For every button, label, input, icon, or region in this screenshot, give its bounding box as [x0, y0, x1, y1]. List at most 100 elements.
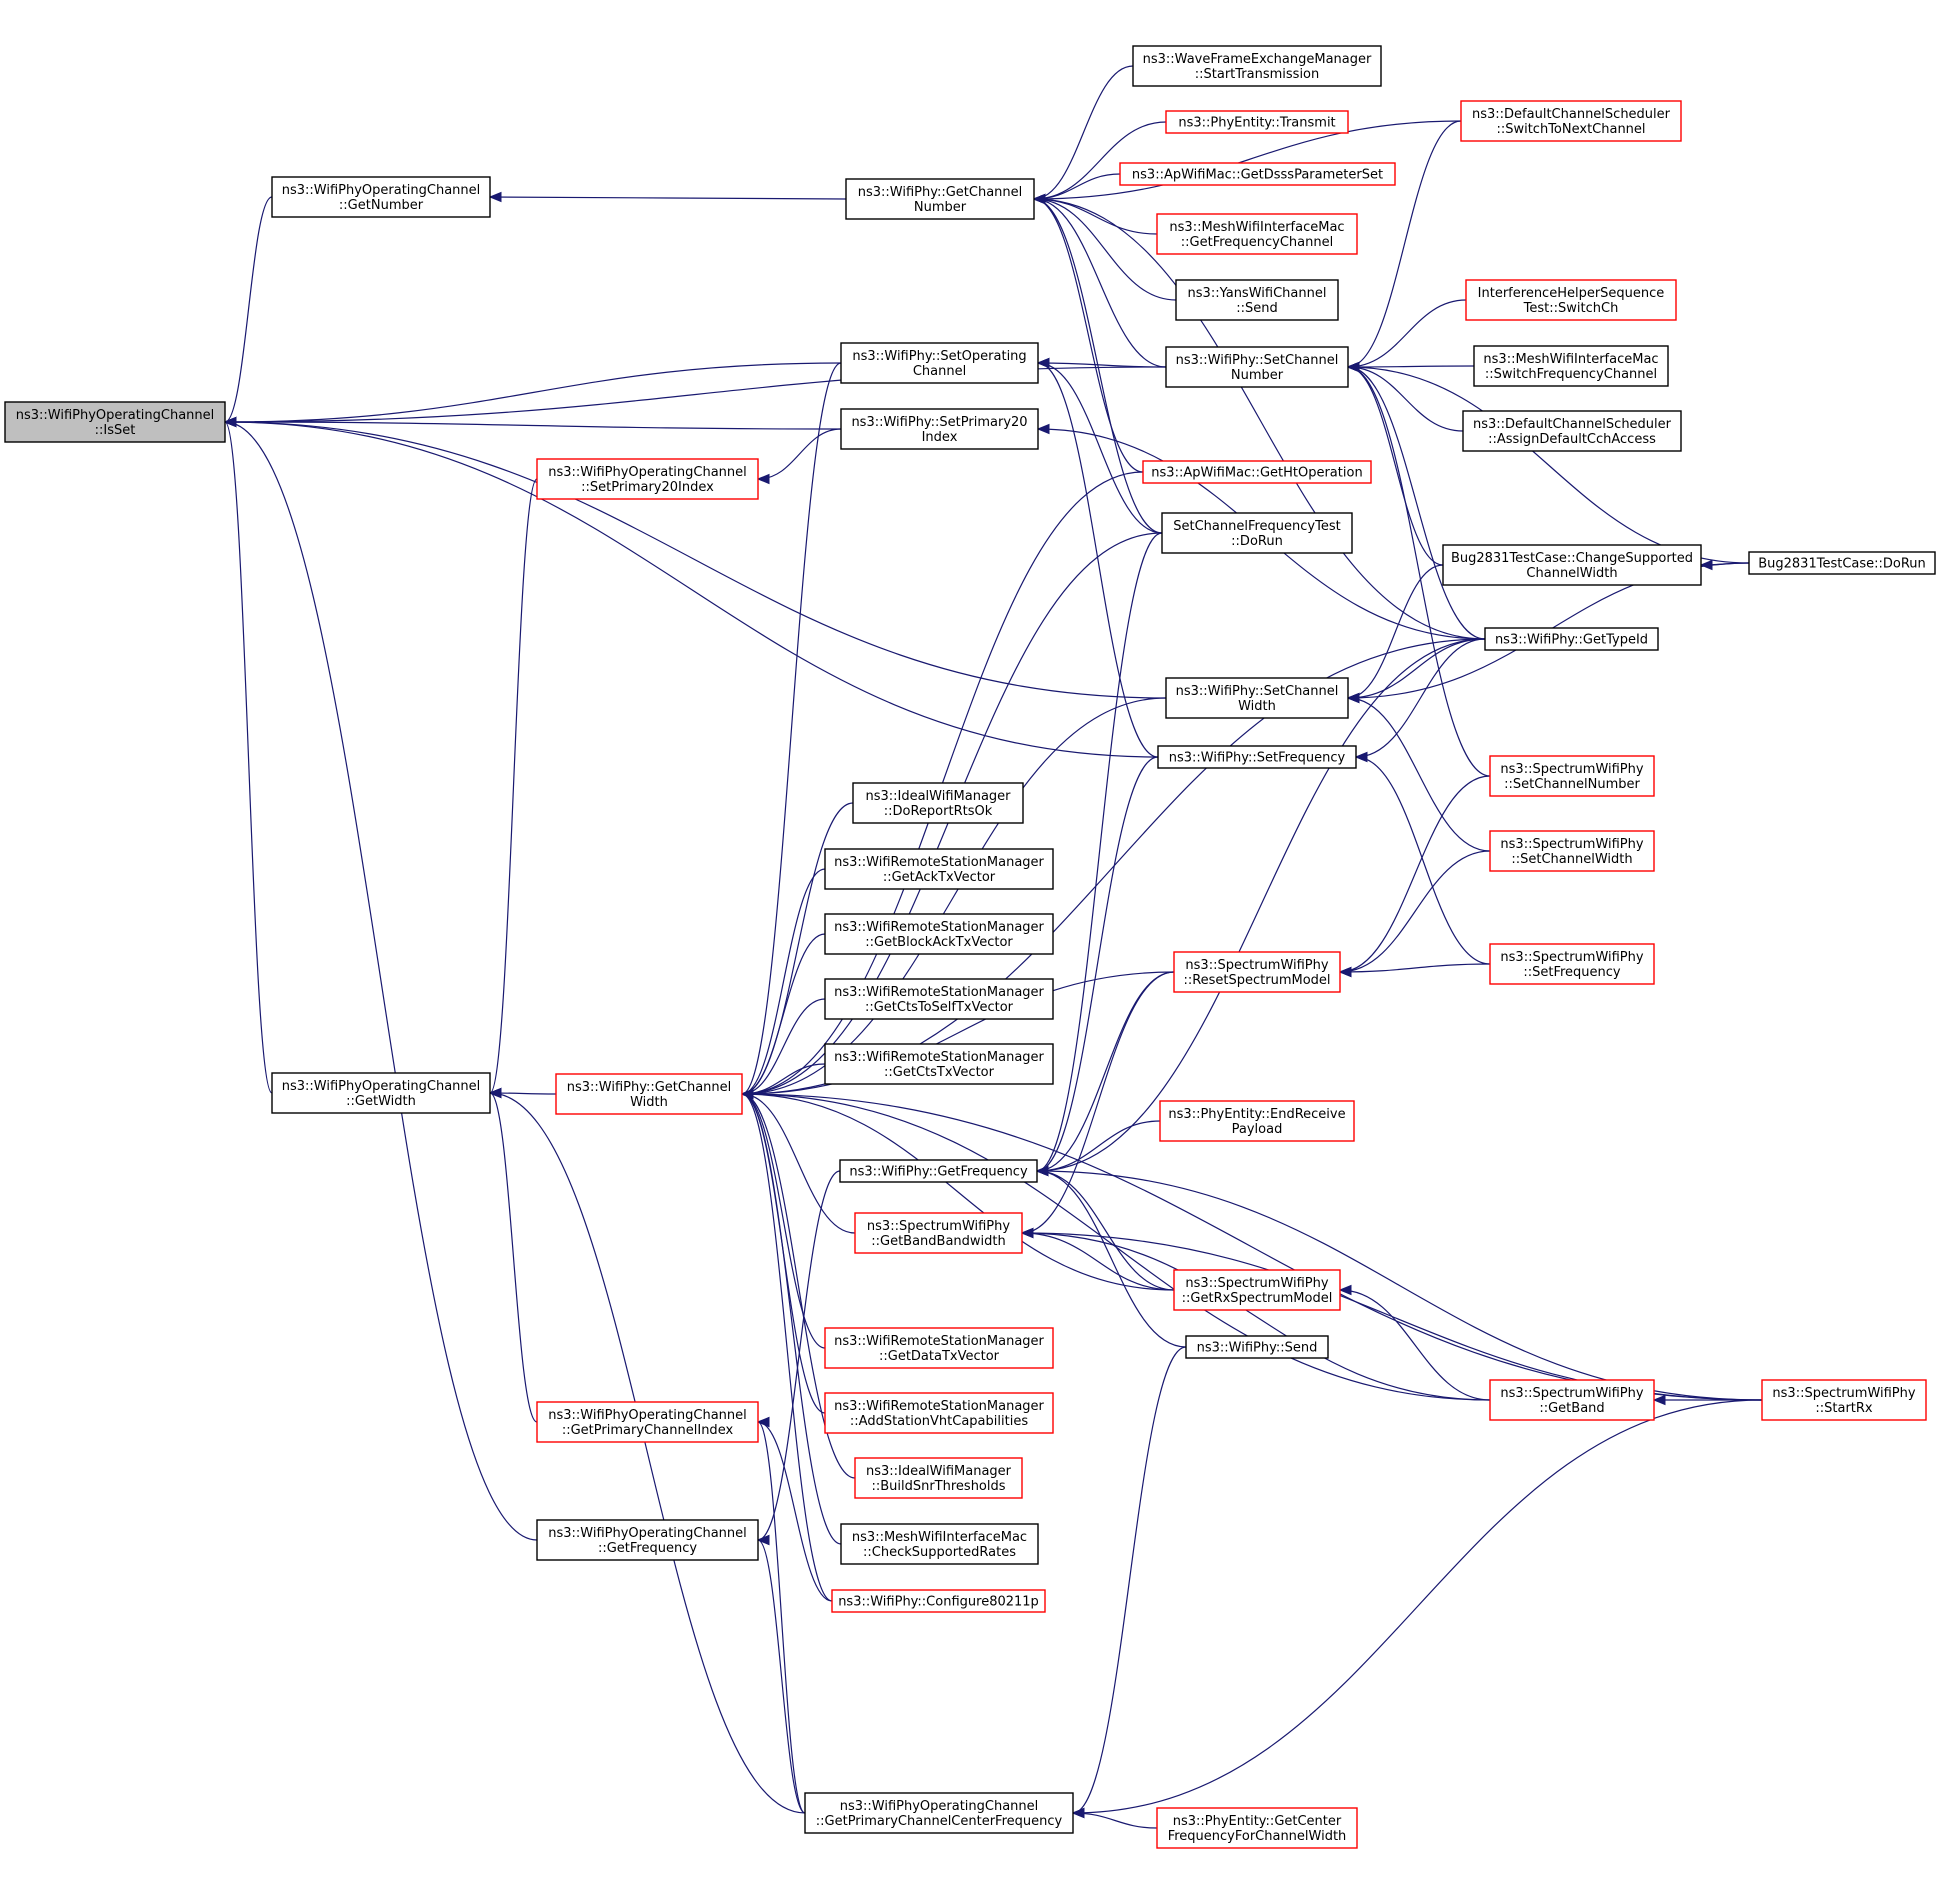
node-label: ::GetBand: [1539, 1401, 1604, 1416]
edge-interfswitch-to-setchannelnumber: [1347, 299, 1467, 368]
node-getprimarychannelindex[interactable]: ns3::WifiPhyOperatingChannel::GetPrimary…: [536, 1401, 759, 1443]
node-specsetchwidth[interactable]: ns3::SpectrumWifiPhy::SetChannelWidth: [1489, 830, 1655, 872]
node-box: [1473, 345, 1669, 387]
edge-gettypeid-to-setchannelwidth: [1347, 638, 1486, 699]
node-label: ::GetFrequency: [598, 1541, 697, 1556]
node-setchannelwidth[interactable]: ns3::WifiPhy::SetChannelWidth: [1165, 677, 1349, 719]
node-label: Test::SwitchCh: [1523, 301, 1619, 316]
edge-getctstoself-to-getchannelwidth: [741, 998, 826, 1095]
node-resetspectrum[interactable]: ns3::SpectrumWifiPhy::ResetSpectrumModel: [1173, 951, 1341, 993]
node-getwidth[interactable]: ns3::WifiPhyOperatingChannel::GetWidth: [271, 1072, 491, 1114]
node-defassign[interactable]: ns3::DefaultChannelScheduler::AssignDefa…: [1462, 410, 1682, 452]
node-getdatatx[interactable]: ns3::WifiRemoteStationManager::GetDataTx…: [824, 1327, 1054, 1369]
node-label: ns3::SpectrumWifiPhy: [1500, 837, 1643, 852]
node-label: ns3::WifiPhyOperatingChannel: [16, 408, 215, 423]
node-label: Number: [1231, 368, 1284, 383]
node-bugdorun[interactable]: Bug2831TestCase::DoRun: [1748, 551, 1936, 575]
node-wavestart[interactable]: ns3::WaveFrameExchangeManager::StartTran…: [1132, 45, 1382, 87]
edge-setprimary20index_phy-to-setprimary20index_oc: [757, 428, 842, 480]
node-label: ns3::SpectrumWifiPhy: [1500, 762, 1643, 777]
node-label: ns3::WifiPhy::SetChannel: [1176, 684, 1339, 699]
node-meshswitch[interactable]: ns3::MeshWifiInterfaceMac::SwitchFrequen…: [1473, 345, 1669, 387]
node-buildsnr[interactable]: ns3::IdealWifiManager::BuildSnrThreshold…: [854, 1457, 1023, 1499]
node-box: [839, 1159, 1038, 1183]
node-label: ::AssignDefaultCchAccess: [1488, 432, 1656, 447]
node-label: ::GetWidth: [346, 1094, 416, 1109]
edge-gettypeid-to-setchannelnumber: [1347, 366, 1486, 640]
edge-configure80211p-to-getprimarychannelindex: [757, 1421, 833, 1602]
node-getctstx[interactable]: ns3::WifiRemoteStationManager::GetCtsTxV…: [824, 1043, 1054, 1085]
node-getblockacktx[interactable]: ns3::WifiRemoteStationManager::GetBlockA…: [824, 913, 1054, 955]
node-specsetchnum[interactable]: ns3::SpectrumWifiPhy::SetChannelNumber: [1489, 755, 1655, 797]
node-box: [824, 1043, 1054, 1085]
node-label: ::ResetSpectrumModel: [1183, 973, 1330, 988]
edge-setfrequency_phy-to-isset: [224, 421, 1159, 758]
node-box: [1165, 110, 1349, 134]
node-getbandbandwidth[interactable]: ns3::SpectrumWifiPhy::GetBandBandwidth: [854, 1212, 1023, 1254]
node-box: [1161, 512, 1353, 554]
node-label: ::SwitchToNextChannel: [1496, 122, 1645, 137]
node-addstationvht[interactable]: ns3::WifiRemoteStationManager::AddStatio…: [824, 1392, 1054, 1434]
edge-setchannelnumber-to-setoperatingchannel: [1037, 362, 1167, 368]
node-box: [1489, 943, 1655, 985]
edge-getrxspectrum-to-getchannelwidth: [741, 1093, 1175, 1291]
node-gettypeid[interactable]: ns3::WifiPhy::GetTypeId: [1484, 627, 1659, 651]
node-specstartrx[interactable]: ns3::SpectrumWifiPhy::StartRx: [1761, 1379, 1927, 1421]
edge-getrxspectrum-to-getbandbandwidth: [1021, 1232, 1175, 1291]
edge-setfrequency_phy-to-getfrequency_phy: [1036, 756, 1159, 1172]
arrowhead: [1035, 1165, 1049, 1177]
edge-specgetband-to-getbandbandwidth: [1021, 1232, 1491, 1401]
arrowhead: [1071, 1807, 1085, 1819]
node-idealreport[interactable]: ns3::IdealWifiManager::DoReportRtsOk: [852, 782, 1024, 824]
node-apdsss[interactable]: ns3::ApWifiMac::GetDsssParameterSet: [1119, 162, 1396, 186]
node-specsetfreq[interactable]: ns3::SpectrumWifiPhy::SetFrequency: [1489, 943, 1655, 985]
node-checksupported[interactable]: ns3::MeshWifiInterfaceMac::CheckSupporte…: [840, 1523, 1039, 1565]
node-label: Width: [630, 1095, 668, 1110]
node-configure80211p[interactable]: ns3::WifiPhy::Configure80211p: [831, 1589, 1046, 1613]
node-defswitch[interactable]: ns3::DefaultChannelScheduler::SwitchToNe…: [1460, 100, 1682, 142]
node-getcenterfreq[interactable]: ns3::PhyEntity::GetCenterFrequencyForCha…: [1156, 1807, 1358, 1849]
node-label: ns3::SpectrumWifiPhy: [867, 1219, 1010, 1234]
node-label: ns3::YansWifiChannel: [1188, 286, 1327, 301]
node-getrxspectrum[interactable]: ns3::SpectrumWifiPhy::GetRxSpectrumModel: [1173, 1269, 1341, 1311]
node-label: ::GetAckTxVector: [883, 870, 996, 885]
node-isset[interactable]: ns3::WifiPhyOperatingChannel::IsSet: [4, 401, 226, 443]
node-physend[interactable]: ns3::WifiPhy::Send: [1185, 1335, 1329, 1359]
node-apgetht[interactable]: ns3::ApWifiMac::GetHtOperation: [1142, 460, 1372, 484]
node-box: [840, 408, 1039, 450]
node-setfrequency_phy[interactable]: ns3::WifiPhy::SetFrequency: [1157, 745, 1357, 769]
node-label: ::StartTransmission: [1195, 67, 1320, 82]
arrowhead: [488, 1087, 502, 1099]
edge-getprimarychannelindex-to-getwidth: [489, 1092, 538, 1423]
node-getnumber[interactable]: ns3::WifiPhyOperatingChannel::GetNumber: [271, 176, 491, 218]
edge-getprimarycenterfreq-to-getprimarychannelindex: [757, 1421, 806, 1814]
arrowhead: [488, 191, 502, 203]
edge-getcenterfreq-to-getprimarycenterfreq: [1072, 1812, 1158, 1829]
node-getfrequency_oc[interactable]: ns3::WifiPhyOperatingChannel::GetFrequen…: [536, 1519, 759, 1561]
node-box: [1185, 1335, 1329, 1359]
node-specgetband[interactable]: ns3::SpectrumWifiPhy::GetBand: [1489, 1379, 1655, 1421]
node-bugchange[interactable]: Bug2831TestCase::ChangeSupportedChannelW…: [1442, 544, 1702, 586]
node-setchfreqtest[interactable]: SetChannelFrequencyTest::DoRun: [1161, 512, 1353, 554]
node-getfrequency_phy[interactable]: ns3::WifiPhy::GetFrequency: [839, 1159, 1038, 1183]
node-getacktx[interactable]: ns3::WifiRemoteStationManager::GetAckTxV…: [824, 848, 1054, 890]
arrowhead: [740, 1088, 754, 1100]
node-phytransmit[interactable]: ns3::PhyEntity::Transmit: [1165, 110, 1349, 134]
node-meshgetfreqch[interactable]: ns3::MeshWifiInterfaceMac::GetFrequencyC…: [1156, 213, 1358, 255]
node-setchannelnumber[interactable]: ns3::WifiPhy::SetChannelNumber: [1165, 346, 1349, 388]
node-box: [840, 342, 1039, 384]
node-label: ns3::SpectrumWifiPhy: [1500, 950, 1643, 965]
edge-gettypeid-to-getfrequency_phy: [1036, 638, 1486, 1172]
edge-specsetfreq-to-resetspectrum: [1339, 963, 1491, 973]
node-setprimary20index_oc[interactable]: ns3::WifiPhyOperatingChannel::SetPrimary…: [536, 458, 759, 500]
node-yanssend[interactable]: ns3::YansWifiChannel::Send: [1175, 279, 1339, 321]
edge-getacktx-to-getchannelwidth: [741, 868, 826, 1095]
node-getctstoself[interactable]: ns3::WifiRemoteStationManager::GetCtsToS…: [824, 978, 1054, 1020]
node-setprimary20index_phy[interactable]: ns3::WifiPhy::SetPrimary20Index: [840, 408, 1039, 450]
node-getprimarycenterfreq[interactable]: ns3::WifiPhyOperatingChannel::GetPrimary…: [804, 1792, 1074, 1834]
